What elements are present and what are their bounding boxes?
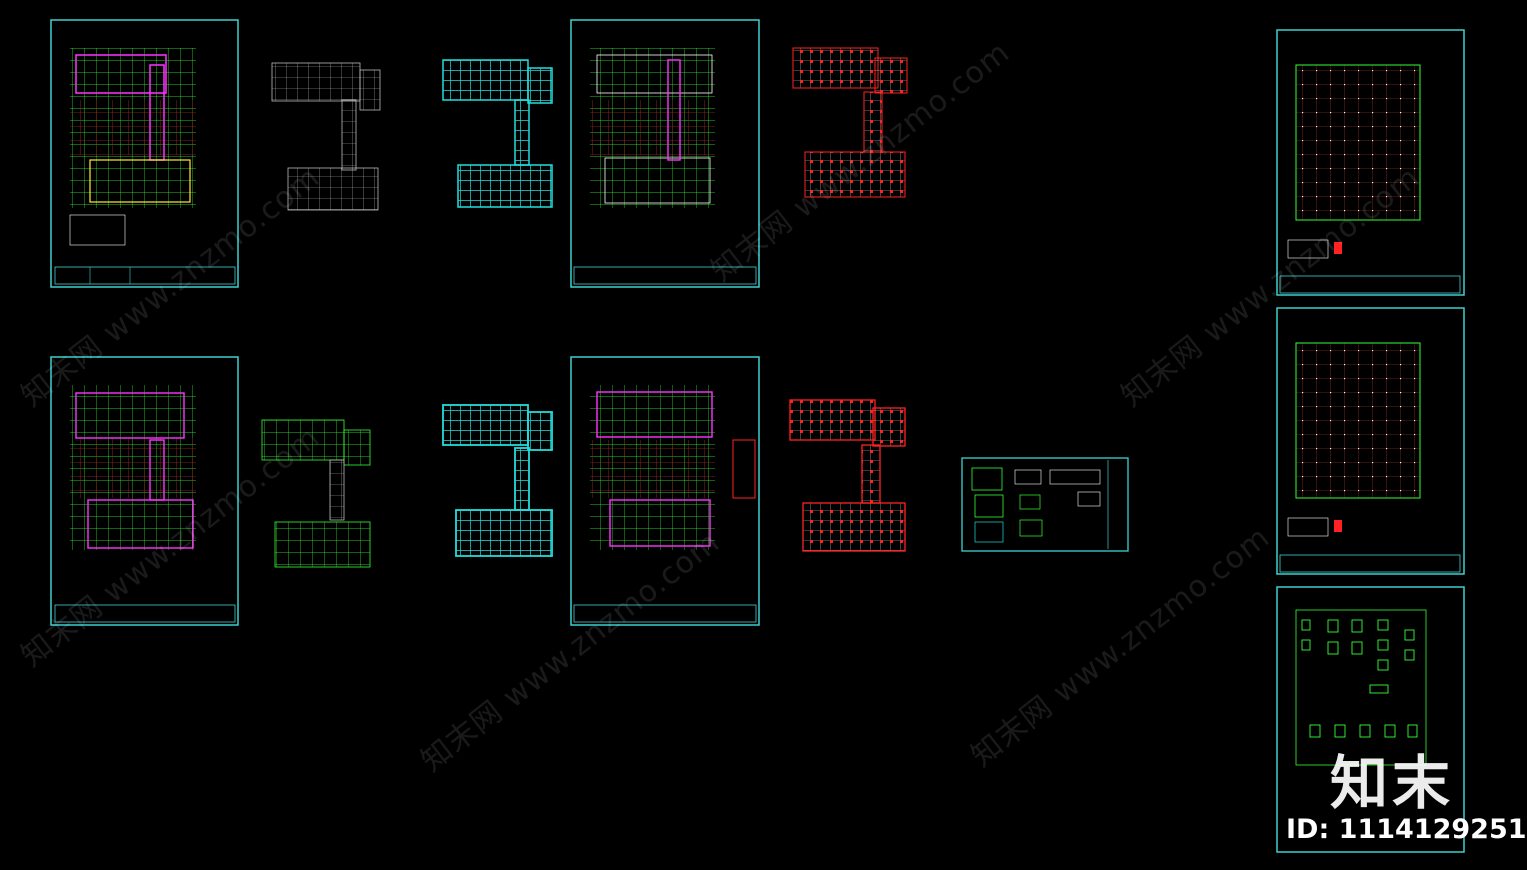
sheet-6-frame[interactable] bbox=[50, 356, 239, 626]
sheet-5-plan[interactable] bbox=[792, 47, 908, 198]
sheet-right-2[interactable] bbox=[1276, 307, 1465, 575]
sheet-1-frame[interactable] bbox=[50, 19, 239, 288]
sheet-9-frame[interactable] bbox=[570, 356, 760, 626]
sheet-right-1[interactable] bbox=[1276, 29, 1465, 296]
sheet-3-plan[interactable] bbox=[442, 59, 553, 208]
sheet-8-plan[interactable] bbox=[442, 404, 553, 557]
brand-logo: 知末 bbox=[1330, 749, 1455, 817]
sheet-7-plan[interactable] bbox=[261, 419, 371, 568]
image-id-label: ID: 1114129251 bbox=[1286, 814, 1527, 845]
sheet-10-plan[interactable] bbox=[789, 399, 906, 552]
detail-sheet[interactable] bbox=[961, 457, 1129, 552]
sheet-4-frame[interactable] bbox=[570, 19, 760, 288]
sheet-2-plan[interactable] bbox=[271, 62, 381, 211]
sheet-right-3[interactable] bbox=[1276, 586, 1465, 853]
